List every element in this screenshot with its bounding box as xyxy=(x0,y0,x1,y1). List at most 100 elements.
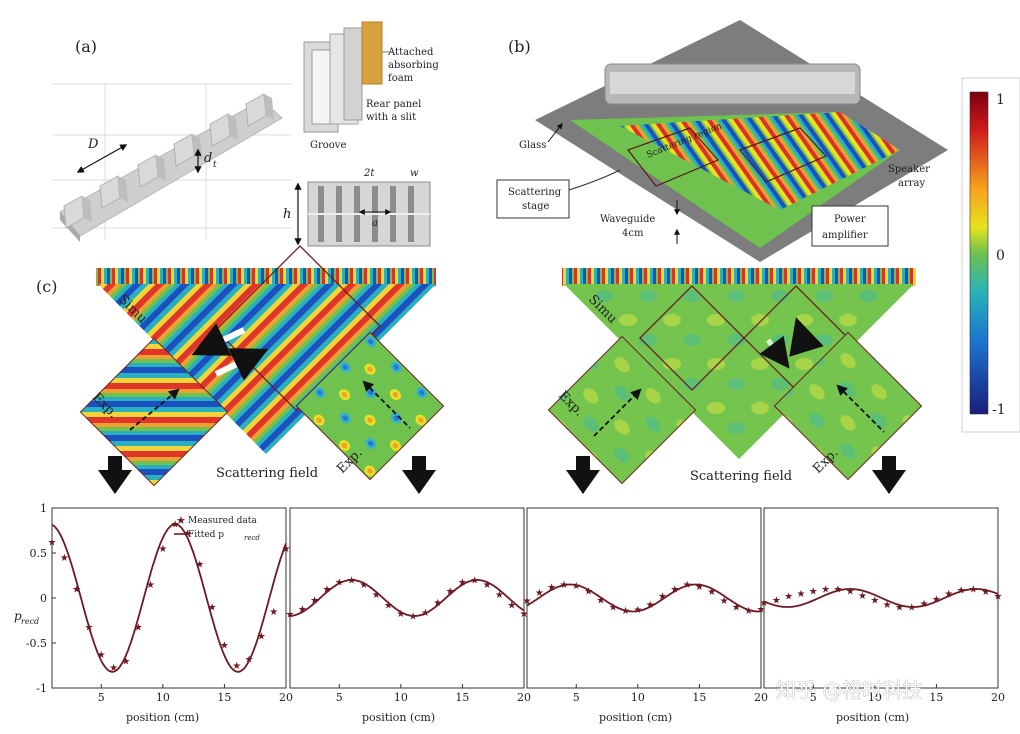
label-groove: Groove xyxy=(310,140,346,151)
measured-point: ★ xyxy=(796,589,805,600)
measured-point: ★ xyxy=(109,663,118,674)
fitted-curve xyxy=(289,579,525,617)
y-tick-label: -1 xyxy=(36,682,47,695)
panel-b: (b) Scattering region Glass Scattering s… xyxy=(496,20,948,262)
scattering-stage-2: stage xyxy=(522,201,550,212)
measured-point: ★ xyxy=(372,590,381,601)
scattering-stage-1: Scattering xyxy=(508,187,562,198)
measured-point: ★ xyxy=(282,544,291,555)
measured-point: ★ xyxy=(883,600,892,611)
exp-field-right-2 xyxy=(773,331,923,481)
measured-point: ★ xyxy=(384,601,393,612)
measured-point: ★ xyxy=(359,580,368,591)
x-tick-label: 10 xyxy=(156,691,170,704)
measured-point: ★ xyxy=(732,603,741,614)
down-arrow-2 xyxy=(402,456,436,494)
measured-point: ★ xyxy=(134,622,143,633)
measured-point: ★ xyxy=(269,607,278,618)
down-arrow-1 xyxy=(98,456,132,494)
measured-point: ★ xyxy=(932,594,941,605)
measured-point: ★ xyxy=(97,650,106,661)
exp-field-right-1 xyxy=(547,335,697,485)
measured-point: ★ xyxy=(920,599,929,610)
legend-fitted: Fitted p xyxy=(188,530,224,540)
measured-point: ★ xyxy=(596,595,605,606)
measured-point: ★ xyxy=(121,657,130,668)
measured-point: ★ xyxy=(772,595,781,606)
measured-point: ★ xyxy=(621,606,630,617)
measured-point: ★ xyxy=(257,631,266,642)
measured-point: ★ xyxy=(396,609,405,620)
panel-label-a: (a) xyxy=(75,37,97,56)
measured-point: ★ xyxy=(72,585,81,596)
measured-point: ★ xyxy=(646,600,655,611)
measured-point: ★ xyxy=(870,595,879,606)
x-tick-label: 20 xyxy=(517,691,531,704)
measured-point: ★ xyxy=(322,585,331,596)
measured-point: ★ xyxy=(520,609,529,620)
colorbar-mid: 0 xyxy=(996,248,1005,264)
measured-point: ★ xyxy=(208,603,217,614)
x-tick-label: 15 xyxy=(455,691,469,704)
panel-label-b: (b) xyxy=(508,37,531,56)
measured-point: ★ xyxy=(446,586,455,597)
legend-fitted-subscript: recd xyxy=(244,534,260,542)
speaker-label-2: array xyxy=(898,178,925,189)
measured-point: ★ xyxy=(969,585,978,596)
waveguide-label-2: 4cm xyxy=(622,228,644,239)
measured-point: ★ xyxy=(183,529,192,540)
fitted-curve xyxy=(51,523,287,673)
label-foam-2: absorbing xyxy=(388,60,439,71)
measured-point: ★ xyxy=(409,612,418,623)
measured-point: ★ xyxy=(535,588,544,599)
chart-legend: ★ Measured data Fitted p recd xyxy=(174,514,260,542)
y-tick-label: -0.5 xyxy=(26,637,47,650)
measured-point: ★ xyxy=(683,580,692,591)
exp-field-left-2 xyxy=(295,331,445,481)
power-label-2: amplifier xyxy=(822,230,868,241)
label-rear-1: Rear panel xyxy=(366,99,421,110)
x-tick-label: 15 xyxy=(929,691,943,704)
measured-point: ★ xyxy=(757,604,766,615)
measured-point: ★ xyxy=(858,591,867,602)
dim-d-subscript: t xyxy=(213,160,217,170)
incident-arrow xyxy=(191,323,246,356)
chart-frame xyxy=(289,507,525,689)
x-axis-label-2: position (cm) xyxy=(362,711,435,724)
measured-point: ★ xyxy=(158,544,167,555)
scattering-stage-box xyxy=(496,179,570,219)
measured-point: ★ xyxy=(994,592,1003,603)
y-axis-label: p xyxy=(14,609,22,623)
legend-measured: Measured data xyxy=(188,516,257,526)
down-arrows xyxy=(98,456,906,494)
measured-point: ★ xyxy=(60,553,69,564)
dim-D-arrow xyxy=(76,144,128,173)
colorbar-max: 1 xyxy=(996,92,1005,108)
measured-point: ★ xyxy=(232,661,241,672)
label-rear-2: with a slit xyxy=(366,112,416,123)
panel-c-right: Simu Exp. Exp. Scattering field xyxy=(547,268,923,485)
y-tick-label: 1 xyxy=(40,502,47,515)
exp-field-left-1 xyxy=(79,337,229,487)
speaker-row-right xyxy=(562,268,916,286)
label-foam-3: foam xyxy=(388,73,414,84)
x-tick-label: 5 xyxy=(336,691,343,704)
measured-point: ★ xyxy=(559,580,568,591)
legend-marker-icon: ★ xyxy=(176,514,186,527)
measured-point: ★ xyxy=(895,603,904,614)
y-tick-label: 0.5 xyxy=(30,547,48,560)
simu-field-right xyxy=(564,284,914,459)
measured-point: ★ xyxy=(584,586,593,597)
groove-cross-section xyxy=(307,181,431,247)
scattering-field-right: Scattering field xyxy=(690,469,792,484)
measured-point: ★ xyxy=(84,622,93,633)
panel-label-c: (c) xyxy=(36,277,57,296)
measured-point: ★ xyxy=(981,587,990,598)
measured-point: ★ xyxy=(195,559,204,570)
x-tick-label: 15 xyxy=(217,691,231,704)
dim-w: w xyxy=(410,168,419,179)
panel-c-left: (c) Simu Exp. Exp. Scattering field xyxy=(36,245,445,487)
measured-point: ★ xyxy=(483,580,492,591)
